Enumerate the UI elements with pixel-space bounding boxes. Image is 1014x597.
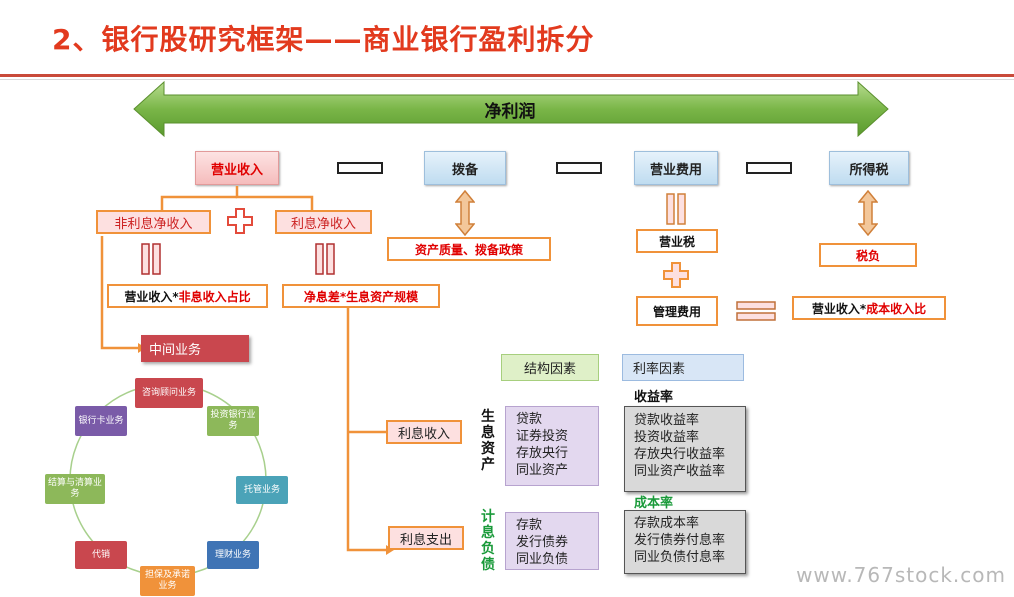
liabilities-box — [505, 512, 599, 570]
interest-formula-box: 净息差*生息资产规模 — [282, 284, 440, 308]
list-item: 同业负债 — [516, 552, 569, 567]
up-down-arrow-icon — [858, 190, 878, 236]
list-item: 贷款 — [516, 412, 543, 427]
net-profit-label: 净利润 — [484, 101, 536, 122]
minus-icon — [556, 162, 602, 174]
double-arrow-icon — [133, 80, 889, 138]
formula-prefix: 营业收入* — [124, 289, 179, 304]
ratio-prefix: 营业收入* — [811, 301, 867, 316]
watermark: www.767stock.com — [796, 563, 1006, 587]
structure-factor-box: 结构因素 — [501, 354, 599, 381]
net-interest-income-box: 利息净收入 — [275, 210, 372, 234]
circle-item-consulting: 咨询顾问业务 — [135, 378, 203, 408]
assets-list: 贷款 证券投资 存放央行 同业资产 — [516, 411, 568, 479]
minus-icon — [337, 162, 383, 174]
liabilities-list: 存款 发行债券 同业负债 — [516, 517, 568, 568]
interest-income-box: 利息收入 — [386, 420, 462, 444]
cost-title: 成本率 — [634, 496, 674, 511]
list-item: 证券投资 — [516, 429, 569, 444]
equals-icon — [736, 301, 776, 321]
list-item: 存放央行 — [516, 446, 569, 461]
rate-factor-box: 利率因素 — [622, 354, 744, 381]
equals-icon — [141, 243, 161, 275]
costs-box — [624, 510, 746, 574]
list-item: 发行债券付息率 — [634, 533, 726, 548]
list-item: 贷款收益率 — [634, 413, 700, 428]
interest-earning-assets-label: 生息资产 — [481, 409, 495, 473]
tax-burden-box: 税负 — [819, 243, 917, 267]
list-item: 同业资产 — [516, 463, 569, 478]
minus-icon — [746, 162, 792, 174]
title-divider-thin — [0, 79, 1014, 80]
equals-icon — [315, 243, 335, 275]
equals-icon — [666, 193, 686, 225]
costs-list: 存款成本率 发行债券付息率 同业负债付息率 — [634, 515, 725, 566]
interest-expense-box: 利息支出 — [388, 526, 464, 550]
interest-bearing-liabilities-label: 计息负债 — [481, 509, 495, 573]
assets-box — [505, 406, 599, 486]
list-item: 存款成本率 — [634, 516, 700, 531]
list-item: 同业负债付息率 — [634, 550, 726, 565]
non-interest-formula-box: 营业收入*非息收入占比 — [107, 284, 268, 308]
page-title: 2、银行股研究框架——商业银行盈利拆分 — [52, 23, 595, 56]
plus-icon — [663, 262, 689, 288]
circle-item-distribution: 代销 — [75, 541, 127, 569]
circle-item-bank-card: 银行卡业务 — [75, 406, 127, 436]
circle-item-wealth-management: 理财业务 — [207, 541, 259, 569]
yields-list: 贷款收益率 投资收益率 存放央行收益率 同业资产收益率 — [634, 412, 725, 480]
provision-box: 拨备 — [424, 151, 506, 185]
income-tax-box: 所得税 — [829, 151, 909, 185]
list-item: 存放央行收益率 — [634, 447, 726, 462]
list-item: 存款 — [516, 518, 543, 533]
cost-income-ratio-box: 营业收入*成本收入比 — [792, 296, 946, 320]
formula-suffix: 非息收入占比 — [178, 289, 251, 304]
list-item: 同业资产收益率 — [634, 464, 726, 479]
ratio-suffix: 成本收入比 — [866, 301, 927, 316]
yield-title: 收益率 — [634, 390, 674, 405]
admin-expense-box: 管理费用 — [636, 296, 718, 326]
circle-item-settlement: 结算与清算业务 — [45, 474, 105, 504]
provision-note: 资产质量、拨备政策 — [387, 237, 551, 261]
yields-box — [624, 406, 746, 492]
intermediary-business-box: 中间业务 — [141, 335, 249, 362]
business-tax-box: 营业税 — [636, 229, 718, 253]
non-interest-income-box: 非利息净收入 — [96, 210, 211, 234]
circle-item-investment-banking: 投资银行业务 — [207, 406, 259, 436]
circle-item-guarantee: 担保及承诺业务 — [140, 566, 195, 596]
plus-icon — [227, 208, 253, 234]
circle-item-custody: 托管业务 — [236, 476, 288, 504]
list-item: 发行债券 — [516, 535, 569, 550]
list-item: 投资收益率 — [634, 430, 700, 445]
title-divider — [0, 74, 1014, 77]
operating-expense-box: 营业费用 — [634, 151, 718, 185]
up-down-arrow-icon — [455, 190, 475, 236]
operating-revenue-box: 营业收入 — [195, 151, 279, 185]
